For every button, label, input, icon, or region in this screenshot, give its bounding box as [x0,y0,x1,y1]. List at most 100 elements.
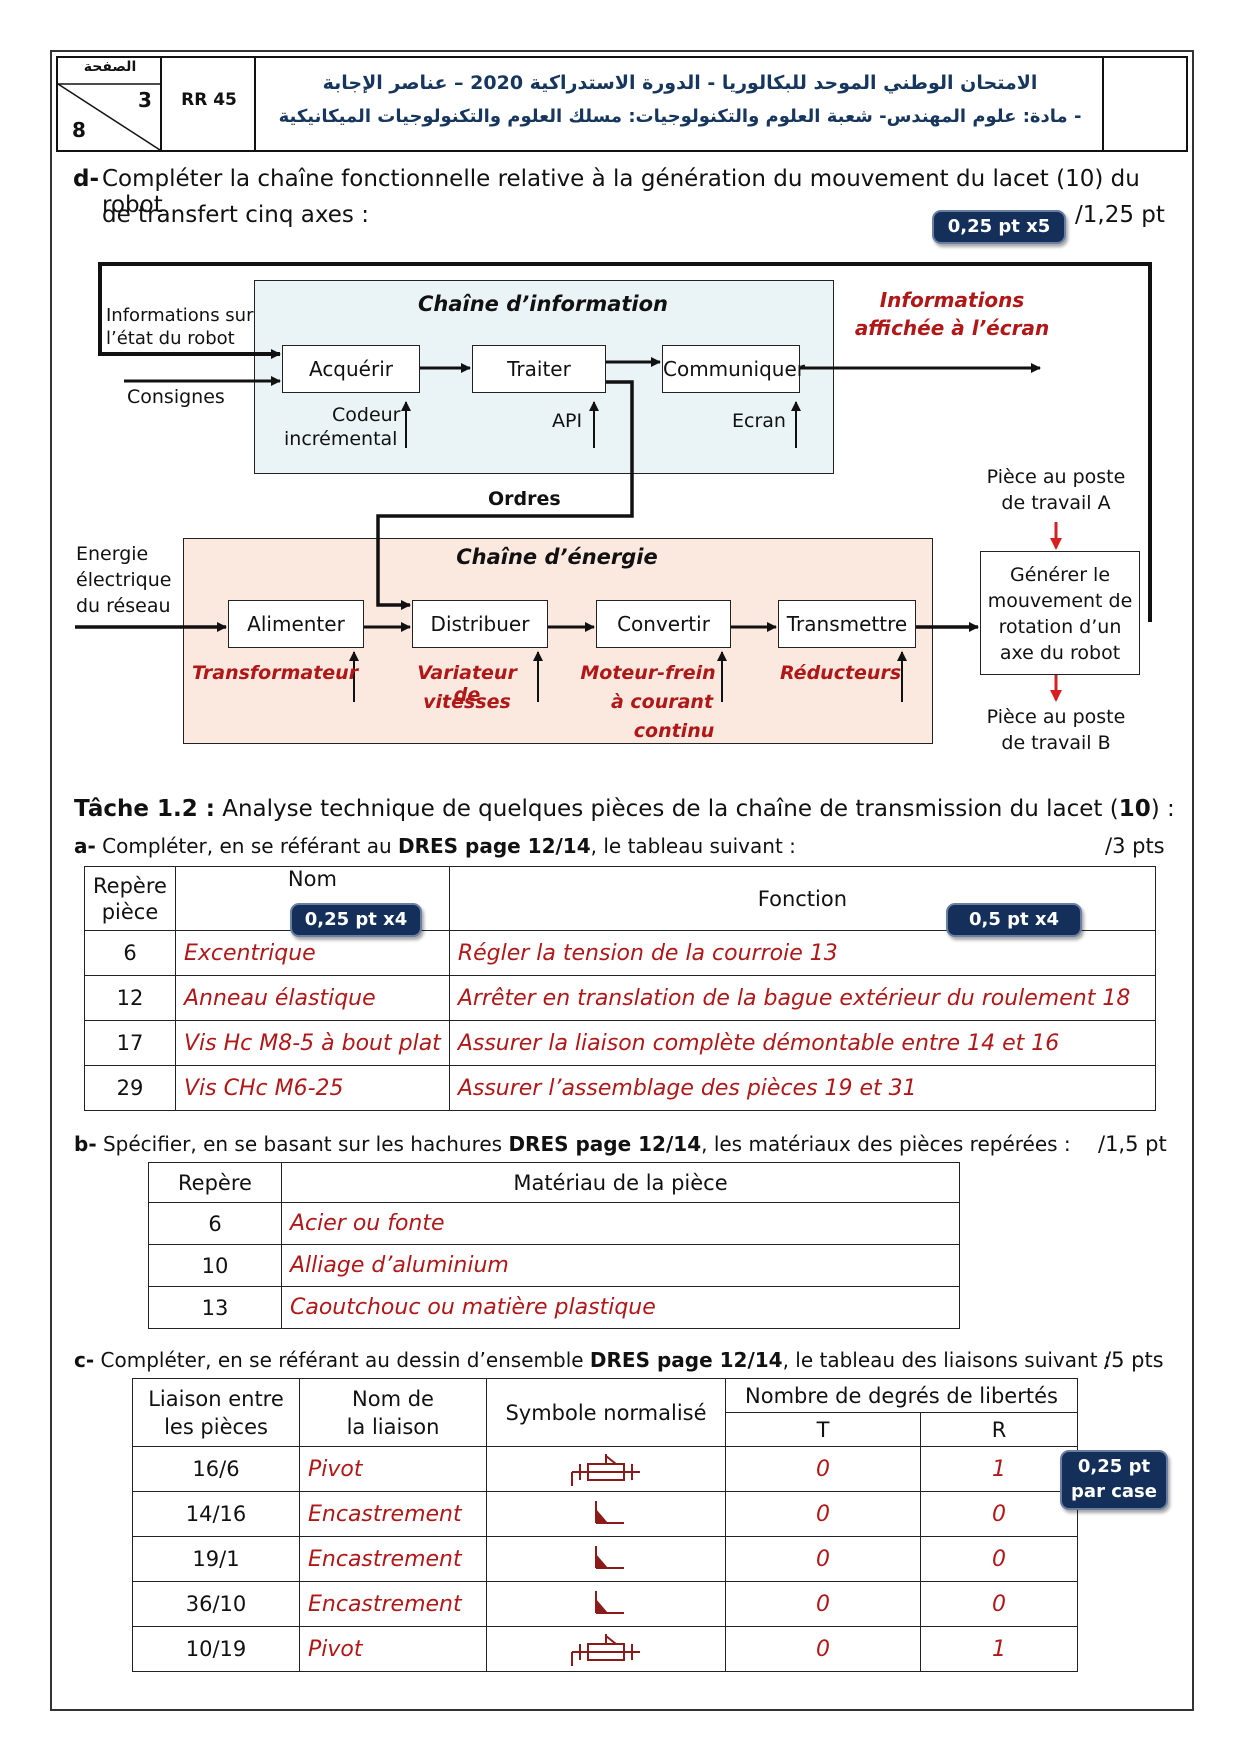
col-materiau: Matériau de la pièce [281,1162,960,1203]
liaison-pieces: 10/19 [132,1626,300,1672]
q-a-points: /3 pts [1105,834,1165,858]
q-c-ref: DRES page 12/14 [589,1348,783,1372]
liaison-symbole [486,1536,726,1582]
liaison-symbole [486,1626,726,1672]
q-d-points-badge: 0,25 pt x5 [932,210,1066,244]
code-cell: RR 45 [162,58,256,150]
generer-box: Générer le mouvement de rotation d’un ax… [980,551,1140,675]
col-nom-liaison-line2: la liaison [346,1414,440,1439]
task-12-num: 10 [1118,796,1151,822]
answer-distribuer-line1: Variateur de [417,662,517,706]
generer-line1: Générer le [1009,564,1111,586]
page-number-cell: الصفحة 3 8 [58,58,162,150]
api-label: API [552,410,583,432]
input-info-line1: Informations sur [106,305,254,326]
piece-repere: 29 [84,1065,176,1111]
liaison-pieces: 36/10 [132,1581,300,1627]
task-12-text: Analyse technique de quelques pièces de … [222,796,1119,822]
answer-output-info-line1: Informations [879,288,1025,312]
liaison-nom: Encastrement [299,1536,487,1582]
liaison-r: 0 [920,1581,1078,1627]
liaison-r: 0 [920,1536,1078,1582]
q-b-text: b- Spécifier, en se basant sur les hachu… [74,1132,1071,1156]
col-ddl: Nombre de degrés de libertés [725,1378,1078,1413]
energy-chain-title: Chaîne d’énergie [456,545,658,569]
title-line1: الامتحان الوطني الموحد للبكالوريا - الدو… [322,72,1038,94]
material-repere: 6 [148,1202,282,1245]
q-b-points: /1,5 pt [1098,1132,1167,1156]
encastrement-symbol-icon [595,1545,624,1569]
materials-table-header: Repère Matériau de la pièce [148,1162,960,1203]
communiquer-box: Communiquer [662,345,805,393]
q-b-text1: Spécifier, en se basant sur les hachures [102,1132,509,1156]
task-12-heading: Tâche 1.2 : Analyse technique de quelque… [74,796,1175,822]
q-a-nom-badge: 0,25 pt x4 [290,903,422,937]
piece-nom: Vis Hc M8-5 à bout plat [175,1020,450,1066]
traiter-box: Traiter [472,345,606,393]
q-b-ref: DRES page 12/14 [508,1132,702,1156]
liaison-t: 0 [725,1581,921,1627]
col-symbole: Symbole normalisé [486,1378,726,1447]
q-c-badge-line2: par case [1071,1481,1157,1502]
col-liaison-line2: les pièces [164,1414,268,1439]
piece-nom: Vis CHc M6-25 [175,1065,450,1111]
liaisons-table-header2: T R [133,1412,1078,1447]
piece-a-line1: Pièce au poste [986,466,1126,488]
task-12-title: Tâche 1.2 : [74,796,215,822]
piece-b-line1: Pièce au poste [986,706,1126,728]
codeur-line1: Codeur [332,404,401,426]
col-mat-repere: Repère [148,1162,282,1203]
material-value: Alliage d’aluminium [281,1244,960,1287]
liaison-pieces: 14/16 [132,1491,300,1537]
liaison-symbole [486,1491,726,1537]
col-repere-line2: pièce [101,899,159,924]
piece-repere: 12 [84,975,176,1021]
acquerir-box: Acquérir [282,345,420,393]
q-d-letter: d- [73,166,100,192]
convertir-box: Convertir [596,600,731,648]
codeur-line2: incrémental [284,428,398,450]
liaison-nom: Pivot [299,1626,487,1672]
exam-code: RR 45 [181,90,237,110]
liaison-symbole [486,1446,726,1492]
q-c-points: /5 pts [1104,1348,1164,1372]
q-a-ref: DRES page 12/14 [397,834,591,858]
task-12-text-end: ) : [1150,796,1175,822]
piece-nom: Excentrique [175,930,450,976]
answer-convertir-line3: continu [633,720,715,742]
answer-distribuer-line2: vitesses [423,691,511,713]
liaison-pieces: 16/6 [132,1446,300,1492]
piece-nom: Anneau élastique [175,975,450,1021]
material-repere: 10 [148,1244,282,1287]
q-a-letter: a- [74,834,96,858]
answer-alimenter: Transformateur [192,662,359,684]
q-c-letter: c- [74,1348,95,1372]
encastrement-symbol-icon [595,1500,624,1524]
diagram-arrows [75,262,1152,702]
title-cell: الامتحان الوطني الموحد للبكالوريا - الدو… [256,58,1104,150]
col-repere-line1: Repère [93,873,167,898]
answer-output-info-line2: affichée à l’écran [854,316,1050,340]
q-a-text2: , le tableau suivant : [590,834,796,858]
col-nom-liaison-line1: Nom de [352,1386,434,1411]
page-word: الصفحة [83,59,137,75]
liaison-r: 1 [920,1446,1078,1492]
energie-line3: du réseau [76,595,171,617]
energie-line1: Energie [76,543,149,565]
page-num: 3 [138,88,152,112]
piece-fonction: Assurer la liaison complète démontable e… [448,1020,1157,1066]
piece-fonction: Assurer l’assemblage des pièces 19 et 31 [448,1065,1157,1111]
